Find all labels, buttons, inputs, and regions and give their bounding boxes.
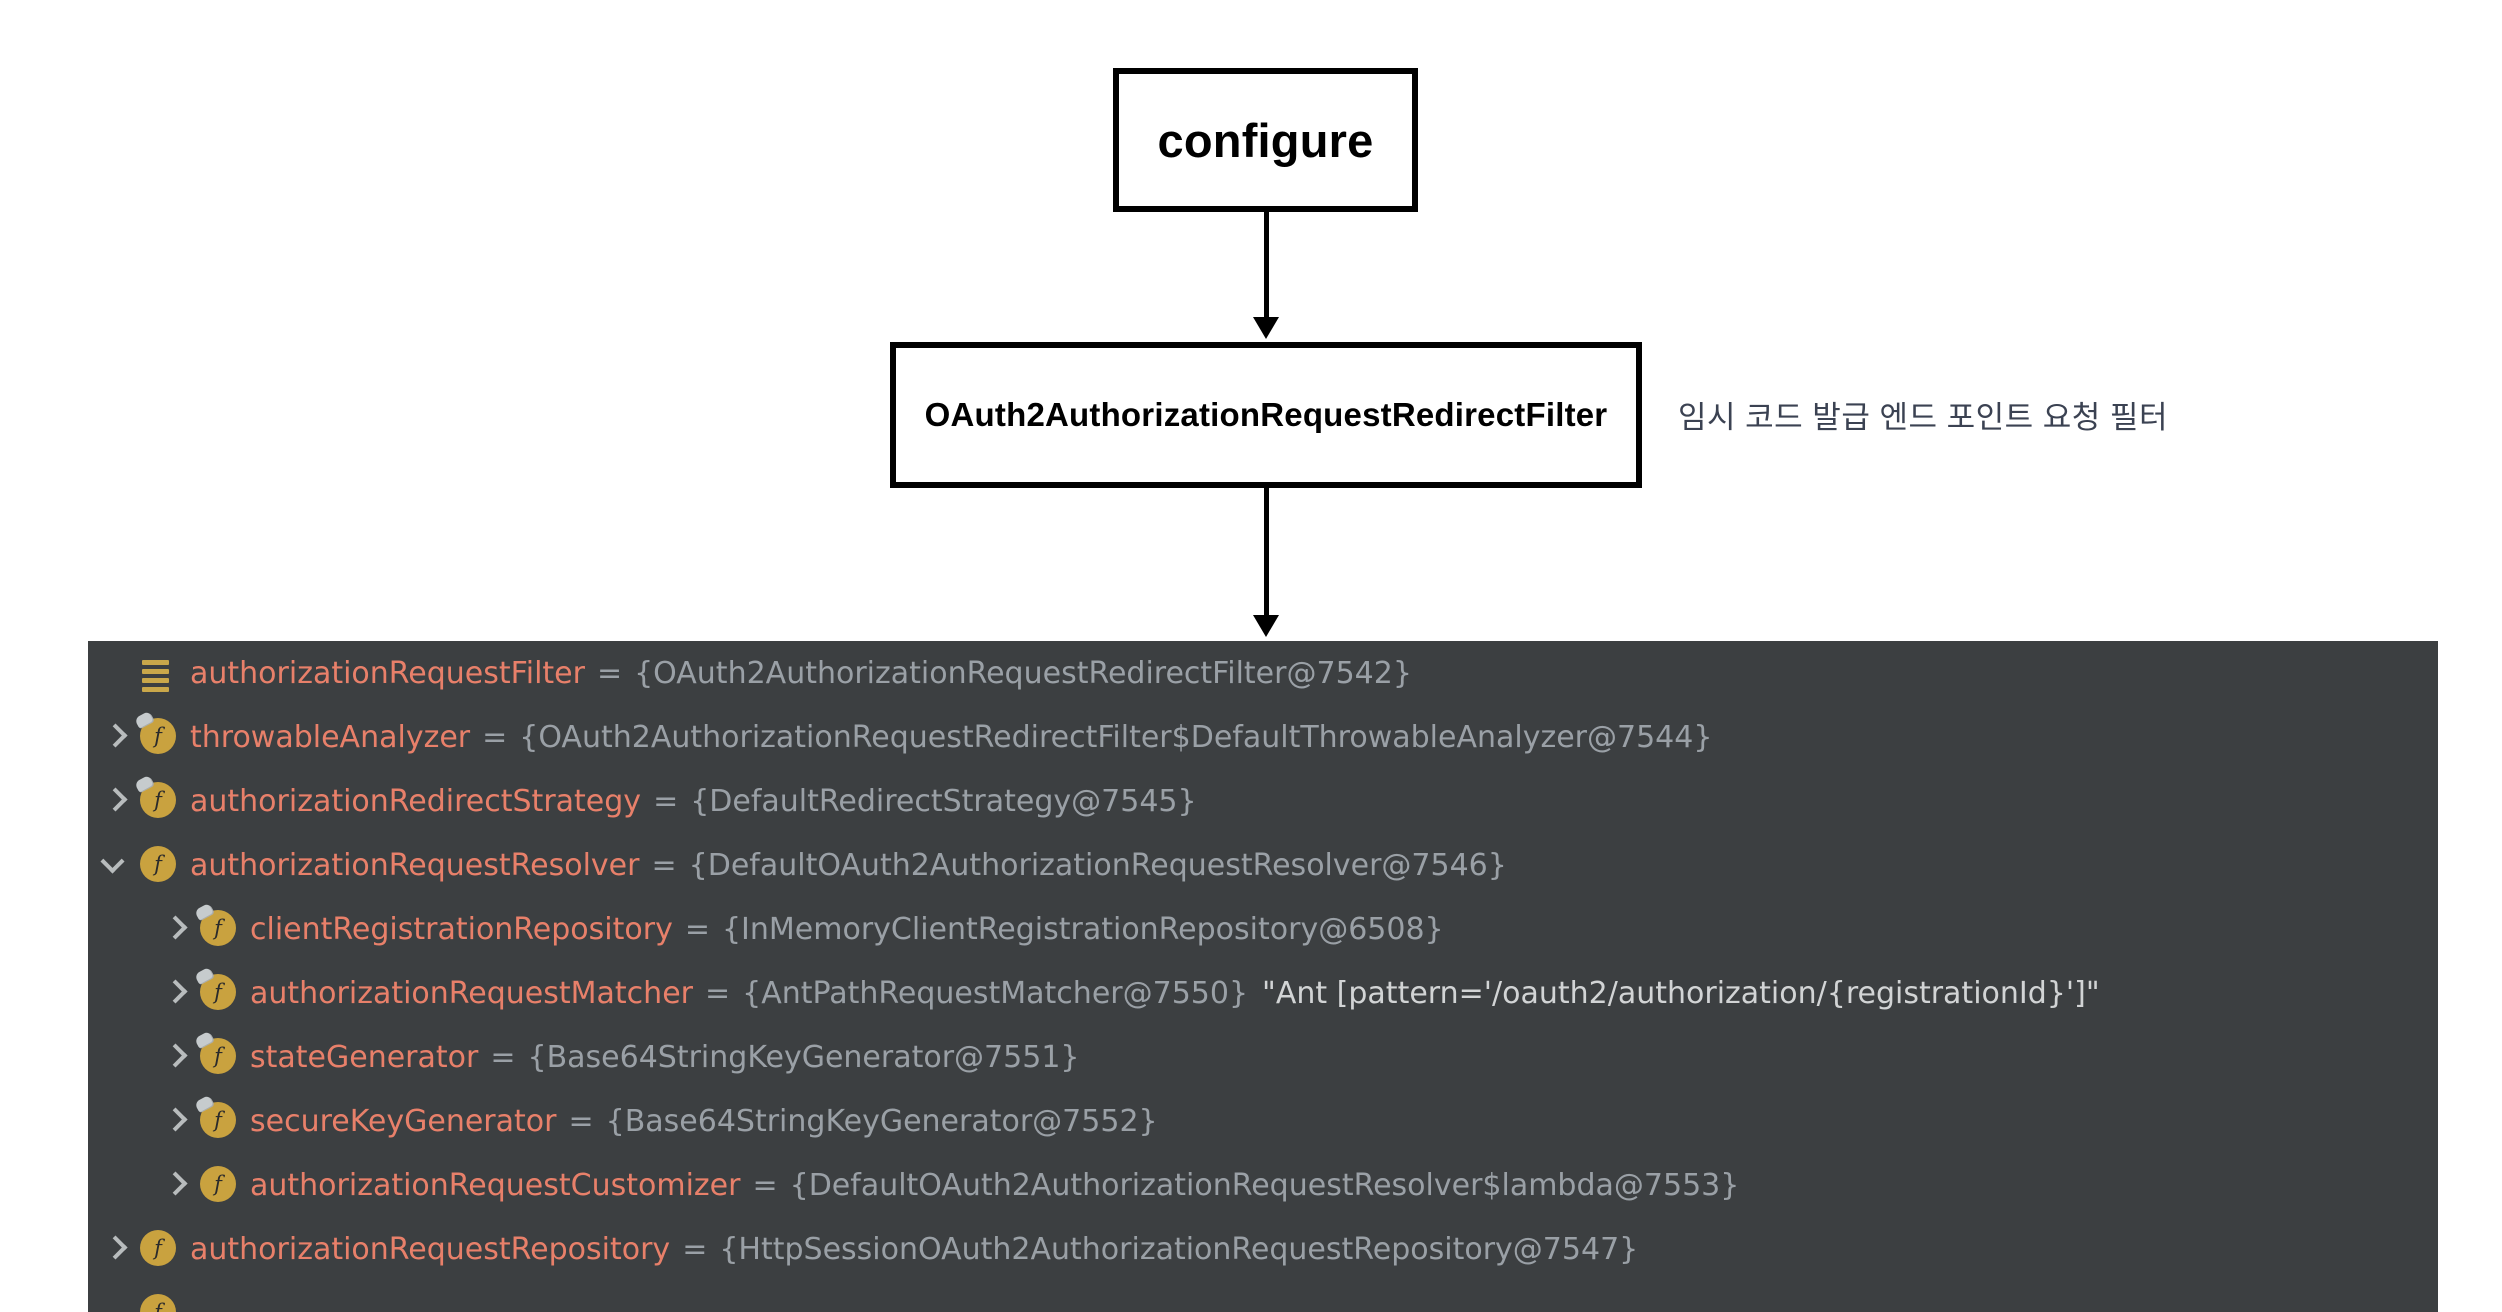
- debugger-variable-value: {Base64StringKeyGenerator@7552}: [605, 1103, 1158, 1139]
- stack-icon: [136, 641, 182, 705]
- debugger-variable-value: {InMemoryClientRegistrationRepository@65…: [721, 911, 1444, 947]
- debugger-variable-value: {DefaultOAuth2AuthorizationRequestResolv…: [789, 1167, 1740, 1203]
- chevron-right-icon[interactable]: [156, 1025, 196, 1089]
- flow-node-redirect-filter: OAuth2AuthorizationRequestRedirectFilter: [890, 342, 1642, 488]
- debugger-variable-name: authorizationRedirectStrategy: [190, 783, 642, 819]
- debugger-equals-sign: =: [682, 1231, 708, 1267]
- field-final-icon: f: [136, 769, 182, 833]
- flow-diagram: configure OAuth2AuthorizationRequestRedi…: [0, 0, 2502, 645]
- debugger-variable-name: authorizationRequestFilter: [190, 655, 585, 691]
- debugger-variable-value: {HttpSessionOAuth2AuthorizationRequestRe…: [719, 1231, 1639, 1267]
- flow-node-redirect-filter-label: OAuth2AuthorizationRequestRedirectFilter: [924, 396, 1608, 433]
- field-final-icon: f: [196, 1025, 242, 1089]
- annotation-text: 임시 코드 발급 엔드 포인트 요청 필터: [1678, 400, 2168, 435]
- field-icon: f: [196, 1153, 242, 1217]
- debugger-variable-value: {DefaultRedirectStrategy@7545}: [690, 783, 1197, 819]
- debugger-variable-value: {DefaultOAuth2AuthorizationRequestResolv…: [688, 847, 1507, 883]
- field-final-icon: f: [196, 961, 242, 1025]
- debugger-variable-name: authorizationRequestCustomizer: [250, 1167, 741, 1203]
- debugger-equals-sign: =: [596, 655, 623, 691]
- arrow-head-icon: [1253, 615, 1279, 637]
- flow-node-configure-label: configure: [1157, 113, 1374, 167]
- chevron-right-icon[interactable]: [156, 961, 196, 1025]
- debugger-row[interactable]: f: [88, 1281, 2438, 1312]
- chevron-right-icon[interactable]: [96, 769, 136, 833]
- chevron-right-icon[interactable]: [156, 1089, 196, 1153]
- flow-node-configure: configure: [1113, 68, 1418, 212]
- field-final-icon: f: [196, 897, 242, 961]
- debugger-equals-sign: =: [482, 719, 508, 755]
- debugger-variable-name: throwableAnalyzer: [190, 719, 471, 755]
- chevron-right-icon[interactable]: [156, 1153, 196, 1217]
- debugger-row[interactable]: authorizationRequestFilter = {OAuth2Author…: [88, 641, 2438, 705]
- debugger-variable-name: authorizationRequestRepository: [190, 1231, 671, 1267]
- debugger-equals-sign: =: [684, 911, 710, 947]
- debugger-variable-value: {OAuth2AuthorizationRequestRedirectFilte…: [519, 719, 1713, 755]
- debugger-equals-sign: =: [704, 975, 731, 1011]
- debugger-variable-string: "Ant [pattern='/oauth2/authorization/{re…: [1262, 975, 2100, 1011]
- arrow-shaft: [1264, 488, 1269, 618]
- chevron-right-icon[interactable]: [156, 897, 196, 961]
- chevron-right-icon[interactable]: [96, 1217, 136, 1281]
- field-icon: f: [136, 1217, 182, 1281]
- debugger-variable-name: secureKeyGenerator: [250, 1103, 557, 1139]
- debugger-variable-value: {AntPathRequestMatcher@7550}: [742, 975, 1249, 1011]
- arrow-head-icon: [1253, 317, 1279, 339]
- chevron-placeholder: [96, 1281, 136, 1312]
- debugger-variable-name: authorizationRequestMatcher: [250, 975, 693, 1011]
- debugger-equals-sign: =: [651, 847, 677, 883]
- field-icon: f: [136, 1281, 182, 1312]
- debugger-variable-value: {Base64StringKeyGenerator@7551}: [527, 1039, 1080, 1075]
- debugger-variable-name: stateGenerator: [250, 1039, 479, 1075]
- field-final-icon: f: [196, 1089, 242, 1153]
- debugger-variables-panel[interactable]: authorizationRequestFilter = {OAuth2Author…: [88, 641, 2438, 1312]
- debugger-equals-sign: =: [653, 783, 679, 819]
- chevron-placeholder: [96, 641, 136, 705]
- chevron-down-icon[interactable]: [96, 833, 136, 897]
- debugger-variable-name: clientRegistrationRepository: [250, 911, 673, 947]
- debugger-equals-sign: =: [752, 1167, 778, 1203]
- debugger-equals-sign: =: [568, 1103, 594, 1139]
- debugger-equals-sign: =: [490, 1039, 516, 1075]
- field-final-icon: f: [136, 705, 182, 769]
- debugger-variable-name: authorizationRequestResolver: [190, 847, 640, 883]
- arrow-shaft: [1264, 212, 1269, 320]
- chevron-right-icon[interactable]: [96, 705, 136, 769]
- debugger-variable-value: {OAuth2AuthorizationRequestRedirectFilte…: [634, 655, 1412, 691]
- field-icon: f: [136, 833, 182, 897]
